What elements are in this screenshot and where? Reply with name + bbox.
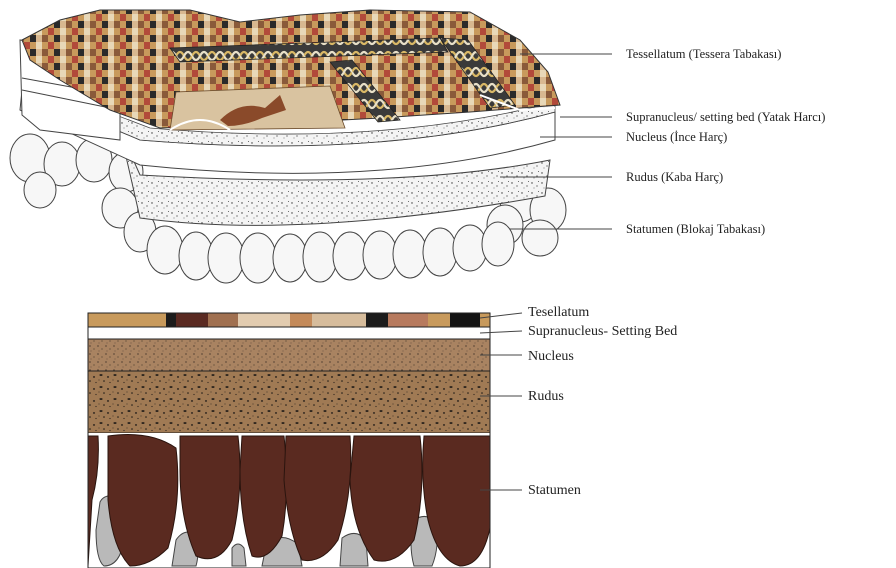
layered-floor-illustration	[10, 10, 566, 283]
label-supranucleus-top: Supranucleus/ setting bed (Yatak Harcı)	[626, 110, 825, 124]
label-tesellatum: Tesellatum	[528, 305, 589, 320]
label-statumen-top: Statumen (Blokaj Tabakası)	[626, 222, 765, 236]
setting-bed-layer	[88, 327, 490, 339]
label-setting-bed: Supranucleus- Setting Bed	[528, 324, 677, 339]
nucleus-layer	[88, 339, 490, 371]
cross-section-diagram	[88, 313, 490, 568]
label-rudus-top: Rudus (Kaba Harç)	[626, 170, 723, 184]
bottom-labels: Tesellatum Supranucleus- Setting Bed Nuc…	[528, 305, 677, 498]
label-nucleus: Nucleus	[528, 349, 574, 364]
label-tessellatum-top: Tessellatum (Tessera Tabakası)	[626, 47, 781, 61]
label-rudus: Rudus	[528, 389, 564, 404]
top-labels: Tessellatum (Tessera Tabakası) Supranucl…	[626, 47, 825, 236]
statumen-layer	[88, 433, 490, 568]
label-nucleus-top: Nucleus (İnce Harç)	[626, 130, 727, 144]
rudus-layer	[88, 371, 490, 433]
tesselatum-strip	[88, 313, 490, 327]
label-statumen: Statumen	[528, 483, 581, 498]
